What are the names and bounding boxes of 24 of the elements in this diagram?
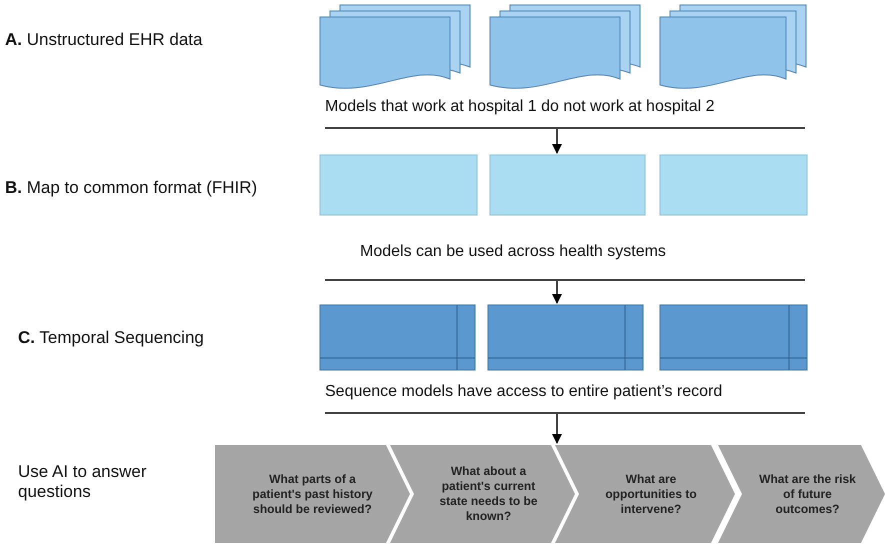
format-box	[320, 155, 477, 215]
step-question: What are the risk of future outcomes?	[758, 472, 857, 516]
chevron-step	[390, 445, 575, 543]
section-heading: A. Unstructured EHR data	[5, 30, 202, 50]
section-heading: Use AI to answer questions	[18, 462, 148, 502]
caption: Models can be used across health systems	[360, 243, 666, 261]
chevron-step	[718, 445, 885, 543]
format-box	[660, 155, 807, 215]
chevron-step	[215, 445, 410, 543]
chevron-step	[555, 445, 735, 543]
step-question: What are opportunities to intervene?	[604, 472, 698, 516]
arrow	[552, 281, 562, 304]
arrow	[552, 129, 562, 154]
sequence-box	[660, 305, 807, 370]
step-question: What parts of a patient's past history should be reviewed?	[251, 472, 374, 516]
sequence-box	[488, 305, 643, 370]
caption: Models that work at hospital 1 do not work at hospital 2	[325, 98, 715, 116]
arrow	[552, 414, 562, 444]
caption: Sequence models have access to entire patient’s record	[325, 383, 722, 401]
step-question: What about a patient's current state needs to be known?	[438, 464, 539, 524]
section-heading: C. Temporal Sequencing	[18, 328, 204, 348]
section-heading: B. Map to common format (FHIR)	[5, 178, 258, 198]
sequence-box	[320, 305, 475, 370]
format-box	[490, 155, 645, 215]
